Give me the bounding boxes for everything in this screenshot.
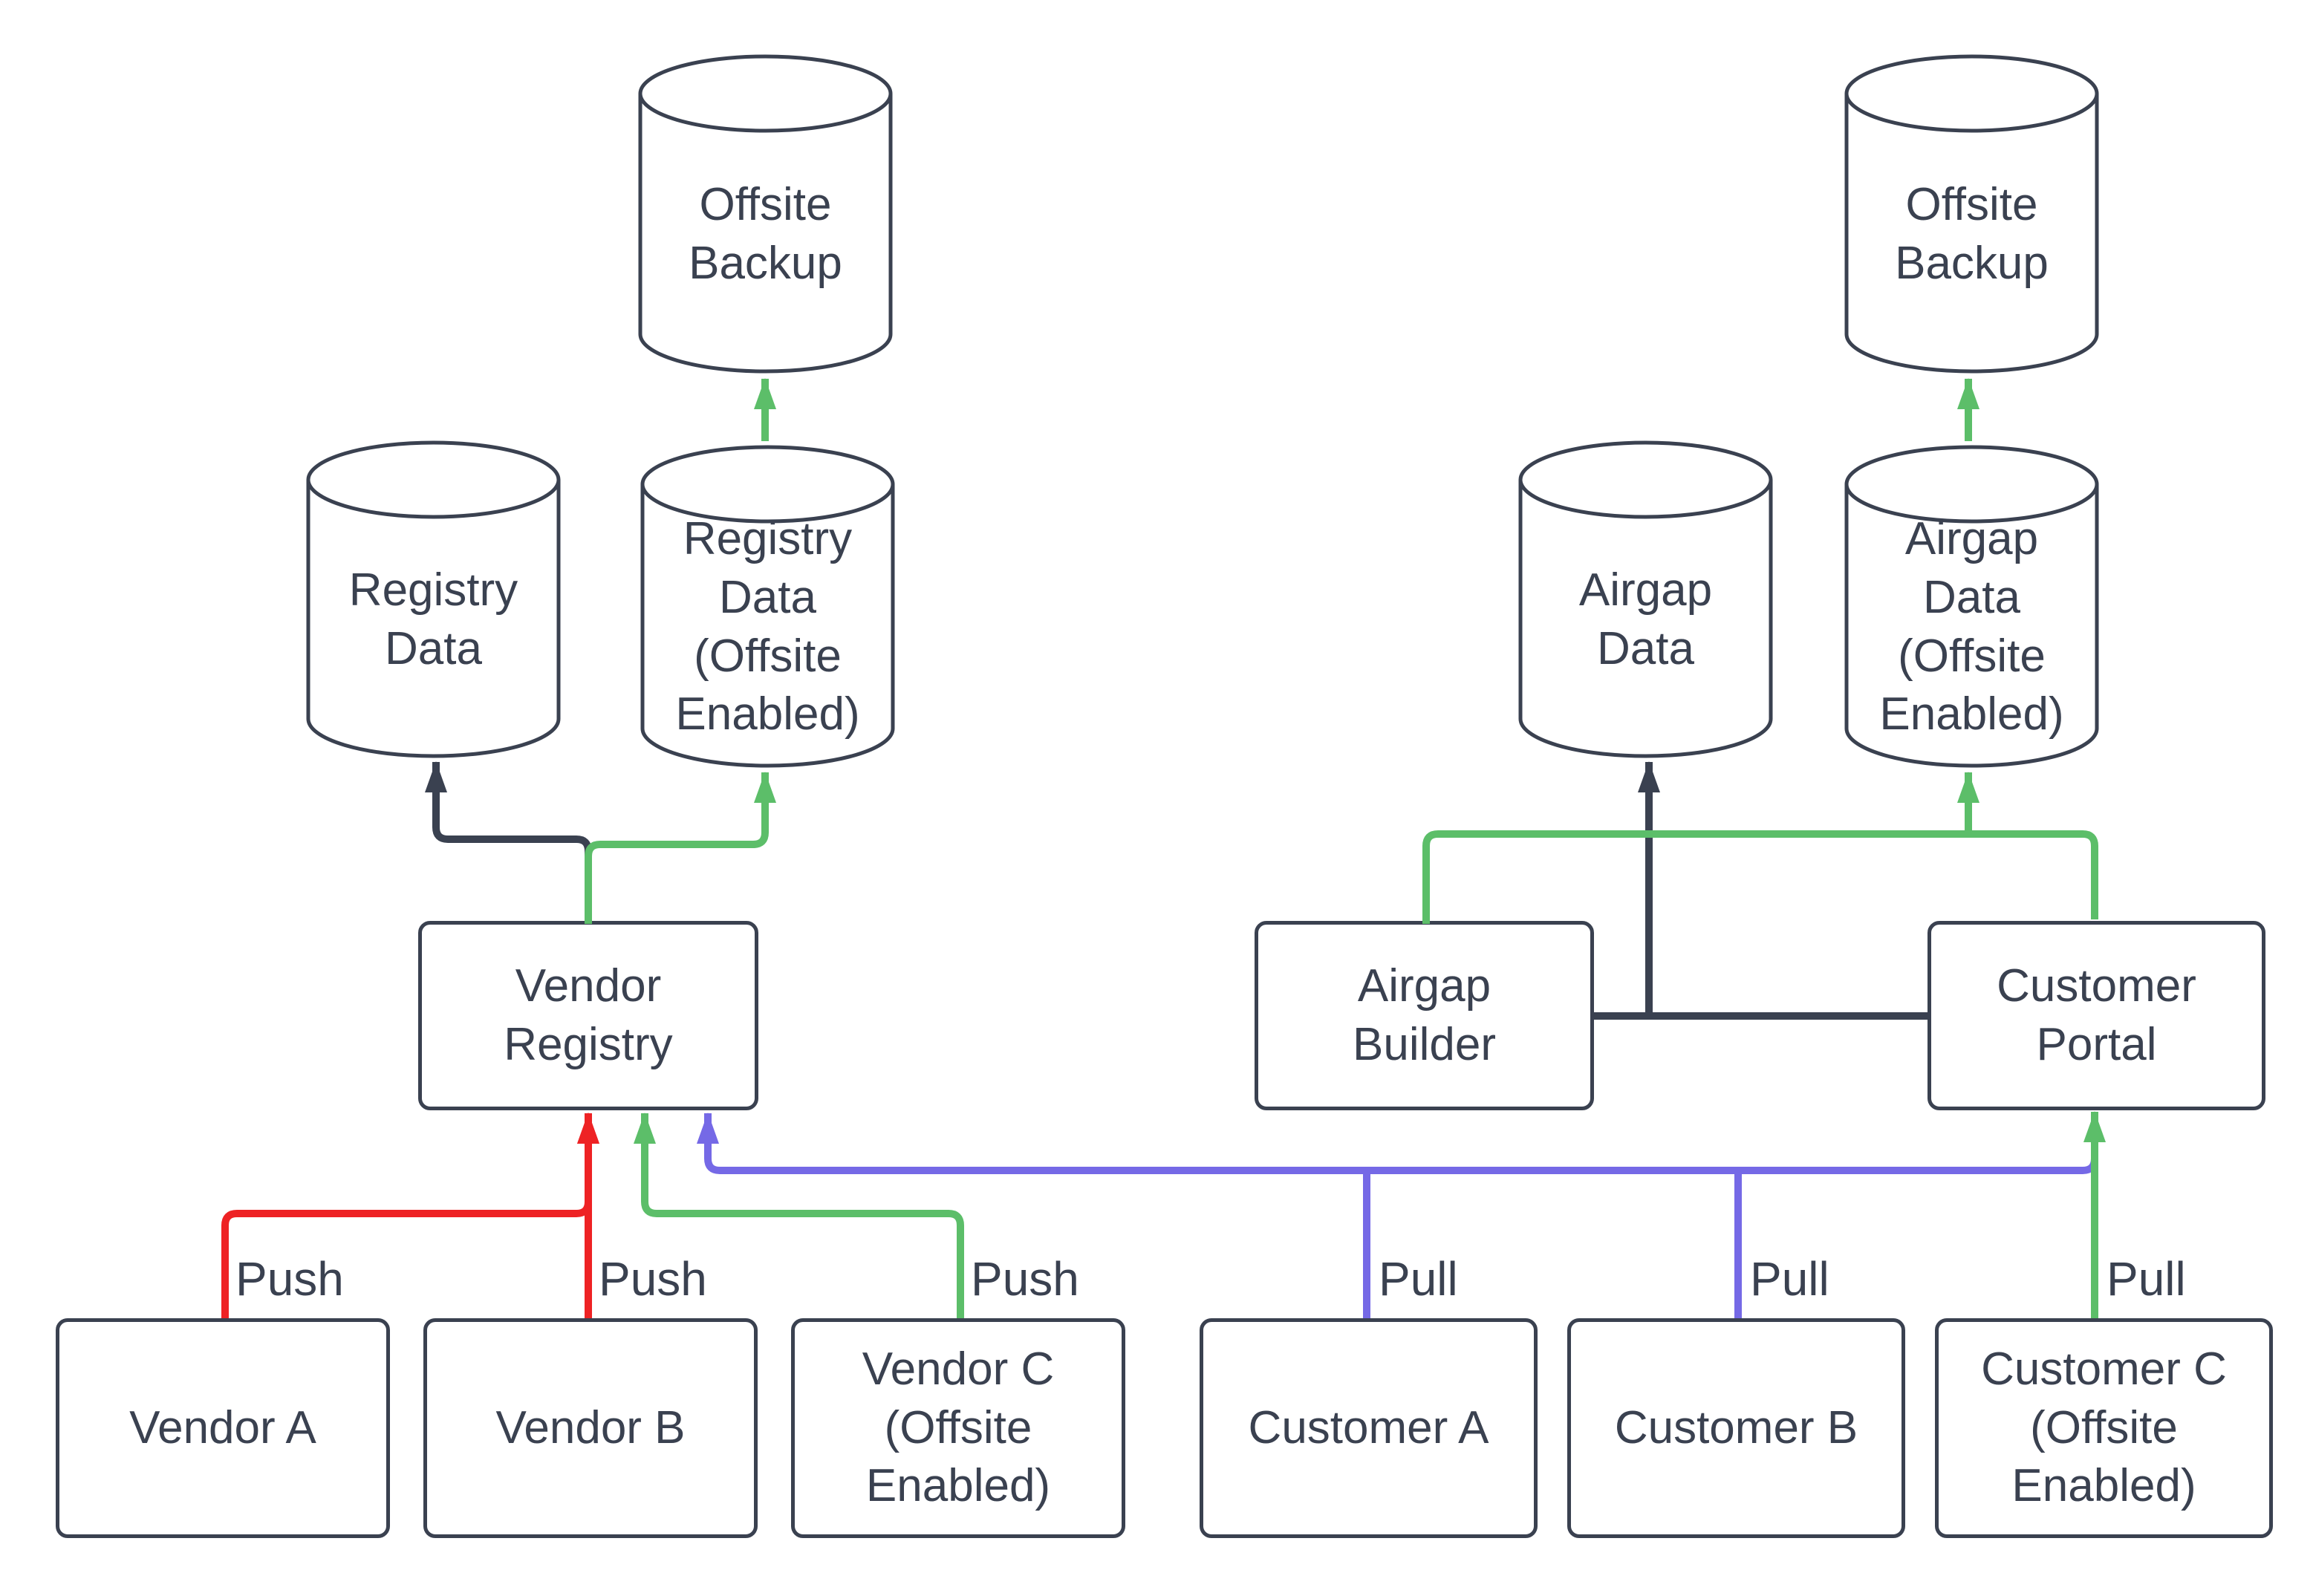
cylinder-airgap-data: Airgap Data <box>1517 440 1774 759</box>
cylinder-label: Registry Data <box>348 564 518 674</box>
node-customer-a: Customer A <box>1200 1318 1538 1538</box>
node-label: Customer Portal <box>1997 960 2196 1070</box>
cylinder-registry-data: Registry Data <box>305 440 562 759</box>
node-customer-portal: Customer Portal <box>1928 921 2265 1110</box>
cylinder-label: Airgap Data (Offsite Enabled) <box>1879 513 2064 740</box>
cylinder-label: Offsite Backup <box>689 179 842 289</box>
node-label: Customer B <box>1614 1401 1858 1453</box>
push-label-vendor-a: Push <box>235 1252 344 1306</box>
cylinder-label: Offsite Backup <box>1895 179 2049 289</box>
node-vendor-b: Vendor B <box>423 1318 758 1538</box>
cylinder-registry-data-offsite: Registry Data (Offsite Enabled) <box>640 444 896 769</box>
push-label-vendor-c: Push <box>971 1252 1079 1306</box>
pull-label-customer-a: Pull <box>1379 1252 1458 1306</box>
node-vendor-c: Vendor C (Offsite Enabled) <box>791 1318 1125 1538</box>
node-label: Customer C (Offsite Enabled) <box>1981 1343 2227 1512</box>
node-label: Customer A <box>1248 1401 1489 1453</box>
cylinder-offsite-backup-right: Offsite Backup <box>1844 53 2100 374</box>
node-vendor-registry: Vendor Registry <box>418 921 758 1110</box>
edge-airgap-builder-portal-green-bus <box>1422 830 2098 924</box>
push-label-vendor-b: Push <box>599 1252 707 1306</box>
pull-label-customer-b: Pull <box>1750 1252 1829 1306</box>
node-vendor-a: Vendor A <box>56 1318 390 1538</box>
node-label: Airgap Builder <box>1353 960 1496 1070</box>
cylinder-offsite-backup-left: Offsite Backup <box>637 53 894 374</box>
node-label: Vendor A <box>129 1401 316 1453</box>
node-customer-b: Customer B <box>1567 1318 1905 1538</box>
edge-vendor-registry-to-registry-data <box>425 761 592 924</box>
node-label: Vendor B <box>495 1401 686 1453</box>
edge-vendor-registry-to-registry-data-offsite <box>585 772 776 924</box>
cylinder-airgap-data-offsite: Airgap Data (Offsite Enabled) <box>1844 444 2100 769</box>
node-label: Vendor C (Offsite Enabled) <box>862 1343 1055 1512</box>
cylinder-label: Registry Data (Offsite Enabled) <box>675 513 860 740</box>
node-label: Vendor Registry <box>504 960 673 1070</box>
pull-label-customer-c: Pull <box>2107 1252 2186 1306</box>
edge-customer-bus-to-vendor-registry <box>697 1113 2098 1174</box>
cylinder-label: Airgap Data <box>1578 564 1713 674</box>
node-airgap-builder: Airgap Builder <box>1255 921 1594 1110</box>
node-customer-c: Customer C (Offsite Enabled) <box>1935 1318 2273 1538</box>
